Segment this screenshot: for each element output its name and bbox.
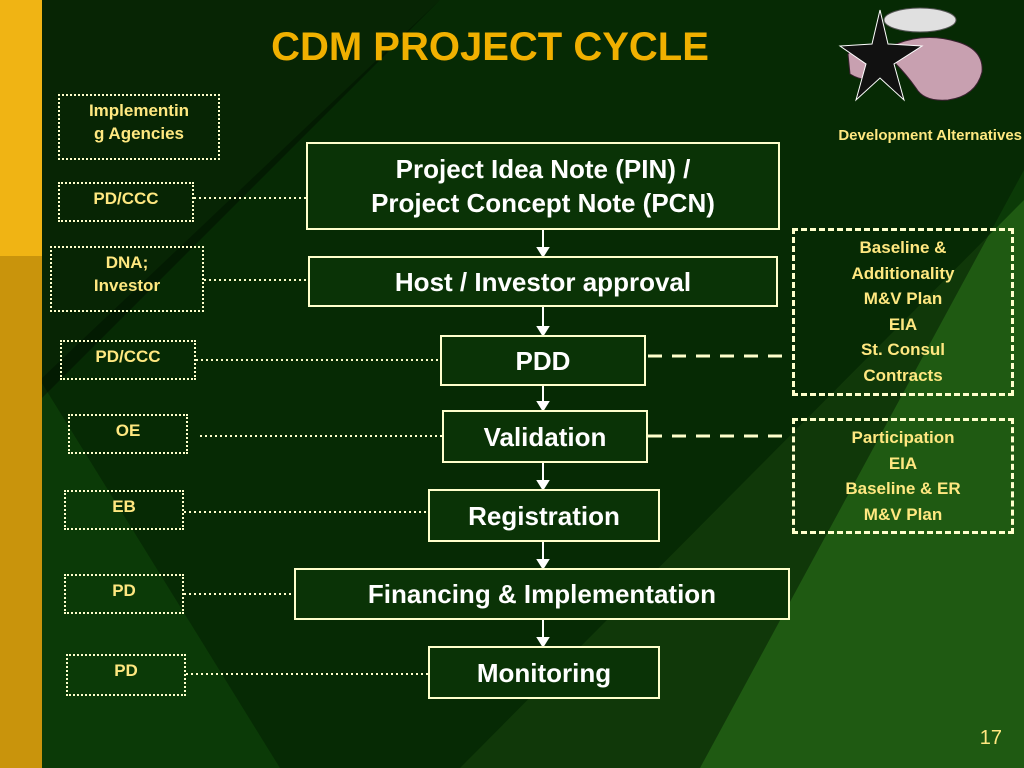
page-number: 17: [979, 727, 1002, 749]
arrow-down-icon: [536, 559, 550, 570]
step-label: Monitoring: [476, 657, 612, 688]
requirement-item: EIA: [888, 314, 918, 334]
agencies-header-line: g Agencies: [93, 124, 185, 143]
agency-pin-pcn: PD/CCC: [58, 182, 194, 222]
agency-label-line: Investor: [93, 276, 161, 295]
step-financing-implementation: Financing & Implementation: [294, 568, 790, 620]
arrow-down-icon: [536, 247, 550, 258]
agency-label-line: DNA;: [105, 253, 149, 272]
arrow-down-icon: [536, 401, 550, 412]
agency-label: OE: [115, 421, 141, 440]
arrow-down-icon: [536, 480, 550, 491]
agency-monitoring: PD: [66, 654, 186, 696]
step-host-investor-approval: Host / Investor approval: [308, 256, 778, 307]
agency-label: PD/CCC: [95, 347, 161, 366]
requirement-item: Baseline &: [859, 238, 947, 257]
validation-requirements-box: Participation EIA Baseline & ER M&V Plan: [792, 418, 1014, 534]
requirement-item: M&V Plan: [863, 289, 943, 308]
step-label: Host / Investor approval: [394, 266, 692, 297]
step-monitoring: Monitoring: [428, 646, 660, 699]
step-label: Financing & Implementation: [367, 579, 717, 609]
agency-host-investor: DNA; Investor: [50, 246, 204, 312]
requirement-item: Additionality: [851, 263, 955, 283]
flow-arrows: [536, 230, 550, 648]
step-label-line: Project Idea Note (PIN) /: [395, 154, 691, 184]
requirement-connectors: [648, 354, 792, 438]
requirement-item: EIA: [888, 453, 918, 473]
requirement-item: St. Consul: [860, 340, 946, 359]
step-registration: Registration: [428, 489, 660, 542]
agency-label: PD/CCC: [93, 189, 159, 208]
requirement-item: Contracts: [863, 365, 943, 385]
requirement-item: Participation: [851, 428, 955, 447]
step-label: Registration: [468, 500, 620, 531]
step-label: Validation: [483, 421, 607, 452]
agency-validation: OE: [68, 414, 188, 454]
agency-registration: EB: [64, 490, 184, 530]
agencies-header: Implementin g Agencies: [58, 94, 220, 160]
agencies-header-line: Implementin: [88, 101, 190, 120]
slide-title: CDM PROJECT CYCLE: [271, 25, 709, 69]
step-validation: Validation: [442, 410, 648, 463]
agency-financing: PD: [64, 574, 184, 614]
agency-label: PD: [114, 661, 138, 680]
step-pin-pcn: Project Idea Note (PIN) / Project Concep…: [306, 142, 780, 230]
step-pdd: PDD: [440, 335, 646, 386]
organization-name: Development Alternatives: [838, 127, 1022, 144]
requirement-item: M&V Plan: [863, 504, 943, 524]
agency-connectors: [184, 197, 442, 675]
climate-change-star-logo-icon: [838, 7, 983, 102]
pdd-requirements-box: Baseline & Additionality M&V Plan EIA St…: [792, 228, 1014, 396]
agency-label: EB: [112, 497, 136, 516]
step-label-line: Project Concept Note (PCN): [371, 188, 715, 218]
agency-pdd: PD/CCC: [60, 340, 196, 380]
arrow-down-icon: [536, 326, 550, 337]
agency-label: PD: [112, 581, 136, 600]
requirement-item: Baseline & ER: [845, 479, 961, 498]
step-label: PDD: [515, 345, 571, 376]
arrow-down-icon: [536, 637, 550, 648]
